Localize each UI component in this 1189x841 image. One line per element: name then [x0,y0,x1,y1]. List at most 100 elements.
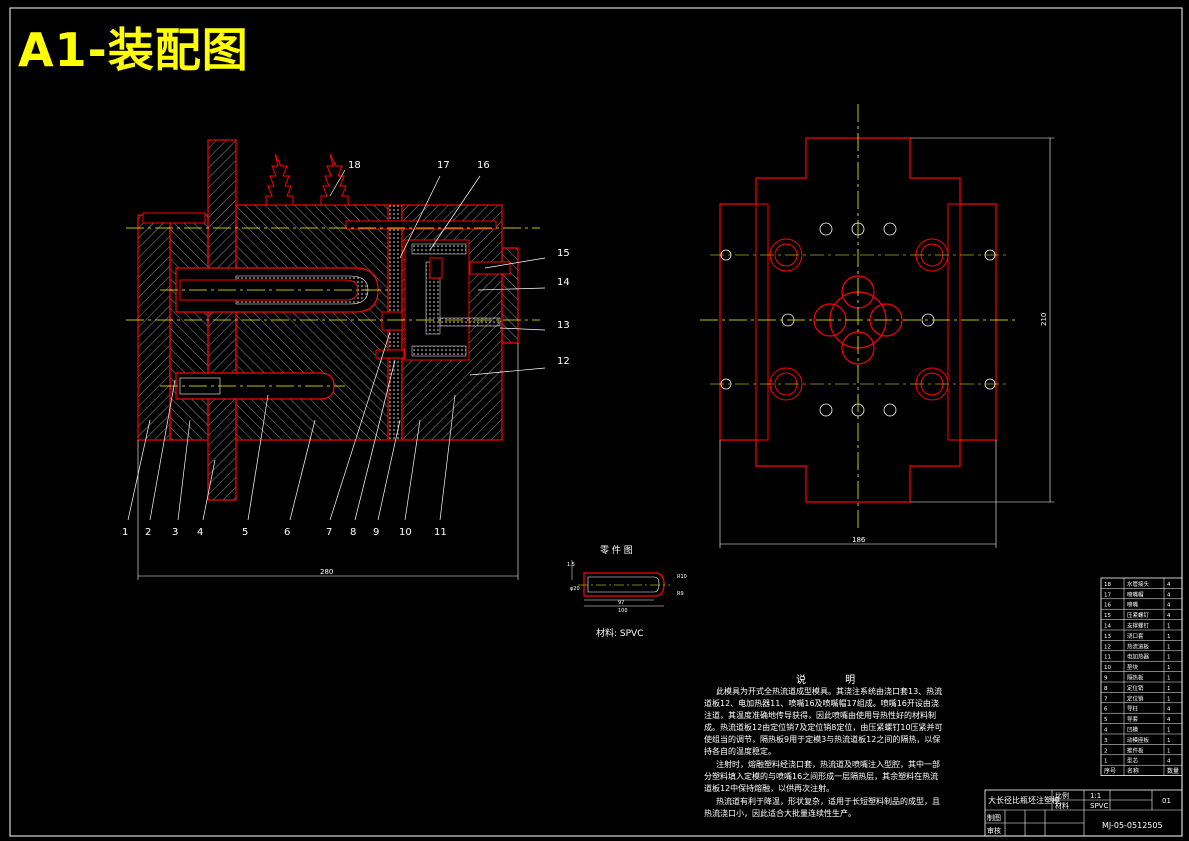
bom-cell: 1 [1104,759,1108,765]
bom-cell: 垫块 [1127,663,1139,671]
bom-cell: 推件板 [1127,746,1144,754]
bom-cell: 4 [1167,707,1171,713]
cavity-plate [207,139,237,501]
water-fittings [265,153,349,206]
bom-cell: 热流道板 [1127,642,1150,650]
callout-11: 11 [434,527,447,538]
bom-cell: 18 [1104,582,1111,588]
tb-scale-label: 比例 [1055,791,1069,800]
clamp-screw [469,261,511,275]
bom-cell: 4 [1167,613,1171,619]
callout-1: 1 [122,527,128,538]
bom-cell: 1 [1167,738,1171,744]
bom-cell: 电加热器 [1127,653,1150,661]
heater-top [411,243,467,255]
callout-5: 5 [242,527,248,538]
bom-cell: 14 [1104,624,1111,630]
bom-cell: 4 [1167,717,1171,723]
bom-cell: 喷嘴 [1127,601,1139,609]
bom-cell: 凹模 [1127,726,1139,734]
bom-cell: 9 [1104,676,1108,682]
part-outline [583,572,665,597]
bom-cell: 3 [1104,738,1108,744]
svg-text:97: 97 [618,600,624,606]
part-dims: 1.5 φ20 R10 R9 97 100 [567,562,687,614]
callout-16: 16 [477,160,490,171]
bom-cell: 8 [1104,686,1108,692]
bom-cell: 2 [1104,748,1108,754]
bom-cell: 1 [1167,655,1171,661]
tb-drawing-no: MJ-05-0512505 [1102,821,1163,830]
plan-rail-right [947,203,961,441]
bom-cell: 1 [1167,665,1171,671]
bom-cell: 4 [1167,582,1171,588]
bom-cell: 1 [1167,728,1171,734]
dim-overall-width: 280 [320,568,333,576]
plan-bolts [769,238,949,401]
bom-cell: 定位销 [1127,694,1144,702]
bom-cell: 16 [1104,603,1111,609]
part-material: 材料: SPVC [596,627,643,639]
callout-9: 9 [373,527,379,538]
bom-cell: 13 [1104,634,1111,640]
bom-cell: 4 [1167,759,1171,765]
plan-dim-width-label: 186 [852,536,866,544]
part-drawing: 零 件 图 1.5 φ20 R10 R9 97 100 材料: SPVC [567,544,687,639]
runner-bar [439,317,501,327]
plan-dim-height-label: 210 [1040,313,1048,326]
tb-scale: 1:1 [1090,792,1101,800]
bom-cell: 1 [1167,624,1171,630]
page-title: A1-装配图 [18,23,249,77]
bom-cell: 1 [1167,676,1171,682]
dowel-pin [375,349,405,359]
callout-10: 10 [399,527,412,538]
svg-text:R10: R10 [677,574,687,580]
bom-cell: 6 [1104,707,1108,713]
top-bolt [142,212,206,224]
svg-text:1.5: 1.5 [567,562,575,568]
bom-cell: 隔热板 [1127,674,1144,682]
tb-material: SPVC [1090,802,1108,810]
stripper-plate [169,214,209,441]
tb-name: 大长径比瓶坯注塑模 [988,795,1060,805]
notes-paragraph: 热流道有利于降温，形状复杂，适用于长短塑料制品的成型，且热流浇口小，因此适合大批… [704,797,940,818]
svg-text:R9: R9 [677,591,684,597]
notes-paragraph: 注射时，熔融塑料经浇口套，热流道及喷嘴注入型腔，其中一部分塑料填入定模的与喷嘴1… [704,760,940,793]
callout-14: 14 [557,277,570,288]
bom-cell: 4 [1104,728,1108,734]
svg-text:100: 100 [618,608,628,614]
tb-sheet: 01 [1162,797,1171,805]
bom-cell: 10 [1104,665,1111,671]
callout-17: 17 [437,160,450,171]
bom-cell: 5 [1104,717,1108,723]
callout-6: 6 [284,527,290,538]
bom-cell: 12 [1104,644,1111,650]
part-inner [587,576,660,593]
top-channel [345,220,497,230]
bom-cell: 动模座板 [1127,736,1150,744]
callout-8: 8 [350,527,356,538]
bom-cell: 17 [1104,592,1111,598]
bom-cell: 导柱 [1127,705,1139,713]
bom-cell: 4 [1167,592,1171,598]
leader-lines [127,169,546,521]
tb-checked: 审核 [987,826,1001,835]
callout-4: 4 [197,527,203,538]
notes-title: 说 明 [796,675,874,686]
bom-header-cell: 数量 [1167,767,1179,775]
bom-cell: 1 [1167,748,1171,754]
heater-bottom [411,345,467,357]
locating-pin [381,311,403,331]
callout-2: 2 [145,527,151,538]
bom-cell: 11 [1104,655,1111,661]
bom-cell: 导套 [1127,715,1139,723]
callout-18: 18 [348,160,361,171]
callouts: 1 2 3 4 5 6 7 8 9 10 11 12 13 14 15 16 1… [122,160,570,576]
notes: 此模具为开式全热流道成型模具。其浇注系统由浇口套13、热流道板12、电加热器11… [704,686,944,821]
bom-cell: 4 [1167,603,1171,609]
bom-cell: 15 [1104,613,1111,619]
sheet-border [9,7,1183,837]
bom-frame [1100,577,1183,777]
